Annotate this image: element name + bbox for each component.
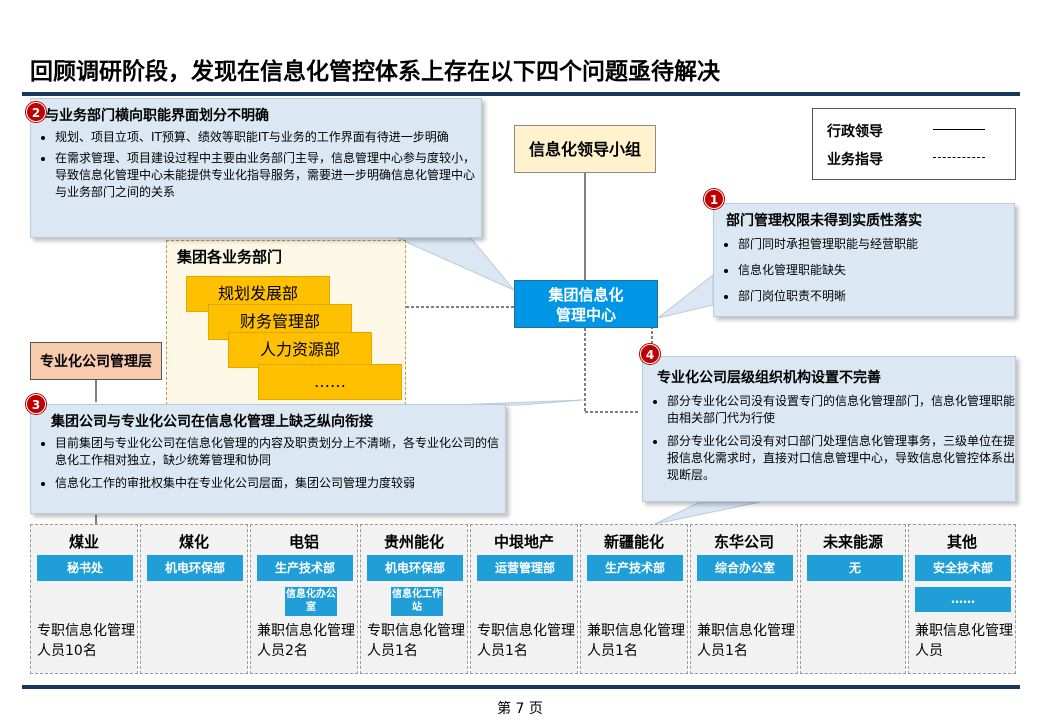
- company-staff: 兼职信息化管理人员1名: [587, 623, 685, 659]
- page-title: 回顾调研阶段，发现在信息化管控体系上存在以下四个问题亟待解决: [30, 59, 720, 85]
- info-center-line2: 管理中心: [555, 306, 616, 324]
- company-meiye: 煤业 秘书处 专职信息化管理人员10名: [30, 524, 138, 674]
- callout4-pointer: [654, 501, 761, 525]
- issue-badge-2: 2: [26, 102, 46, 122]
- company-dept: 安全技术部: [915, 555, 1011, 581]
- issue-title: 部门管理权限未得到实质性落实: [726, 213, 922, 229]
- company-guizhou: 贵州能化 机电环保部 信息化工作站 专职信息化管理人员1名: [360, 524, 468, 674]
- issue-badge-1: 1: [704, 189, 724, 209]
- company-dianlv: 电铝 生产技术部 信息化办公室 兼职信息化管理人员2名: [250, 524, 358, 674]
- issue-bullet: 目前集团与专业化公司在信息化管理的内容及职责划分上不清晰，各专业化公司的信息化工…: [55, 435, 505, 469]
- issue-callout-4: 专业化公司层级组织机构设置不完善 部分专业化公司没有设置专门的信息化管理部门，信…: [642, 356, 1016, 502]
- company-name: 其他: [946, 533, 977, 551]
- callout2-pointer: [394, 236, 515, 291]
- specialized-layer-box: 专业化公司管理层: [30, 342, 162, 380]
- company-name: 东华公司: [713, 533, 774, 551]
- page-number: 第 7 页: [497, 701, 543, 717]
- issue-callout-3: 集团公司与专业化公司在信息化管理上缺乏纵向衔接 目前集团与专业化公司在信息化管理…: [30, 404, 506, 514]
- company-other: 其他 安全技术部 …… 兼职信息化管理人员: [908, 524, 1016, 674]
- issue-callout-1: 部门管理权限未得到实质性落实 部门同时承担管理职能与经营职能 信息化管理职能缺失…: [713, 203, 1015, 317]
- footer-divider: [22, 685, 1020, 689]
- company-name: 贵州能化: [383, 533, 444, 551]
- issue-bullets: 规划、项目立项、IT预算、绩效等职能IT与业务的工作界面有待进一步明确 在需求管…: [39, 129, 481, 205]
- issue-callout-2: 与业务部门横向职能界面划分不明确 规划、项目立项、IT预算、绩效等职能IT与业务…: [30, 98, 482, 238]
- issue-bullets: 部分专业化公司没有设置专门的信息化管理部门，信息化管理职能由相关部门代为行使 部…: [651, 393, 1015, 488]
- leader-group-box: 信息化领导小组: [514, 125, 656, 173]
- dept-hr: 人力资源部: [228, 332, 372, 368]
- company-dept: 秘书处: [37, 555, 133, 581]
- company-subdept: 信息化工作站: [391, 587, 443, 616]
- issue-title: 专业化公司层级组织机构设置不完善: [657, 370, 881, 386]
- company-xinjiang: 新疆能化 生产技术部 兼职信息化管理人员1名: [580, 524, 688, 674]
- company-staff: 兼职信息化管理人员1名: [697, 623, 795, 659]
- issue-title: 与业务部门横向职能界面划分不明确: [45, 108, 269, 124]
- issue-bullet: 在需求管理、项目建设过程中主要由业务部门主导，信息管理中心参与度较小，导致信息化…: [55, 150, 481, 201]
- company-staff: 专职信息化管理人员1名: [477, 623, 575, 659]
- info-center-line1: 集团信息化: [548, 286, 624, 304]
- company-dept: 无: [807, 555, 903, 581]
- company-dept: 机电环保部: [147, 555, 243, 581]
- title-divider: [22, 92, 1020, 96]
- company-dept: 综合办公室: [697, 555, 793, 581]
- company-dept: 生产技术部: [587, 555, 683, 581]
- company-name: 中垠地产: [493, 533, 554, 551]
- issue-title: 集团公司与专业化公司在信息化管理上缺乏纵向衔接: [51, 414, 373, 430]
- issue-bullet: 部分专业化公司没有设置专门的信息化管理部门，信息化管理职能由相关部门代为行使: [667, 393, 1015, 427]
- dept-more: ……: [258, 364, 402, 400]
- legend: 行政领导 业务指导: [812, 108, 1016, 180]
- company-name: 新疆能化: [603, 533, 664, 551]
- company-subdept: ……: [915, 587, 1011, 612]
- company-dept: 机电环保部: [367, 555, 463, 581]
- info-center-box: 集团信息化 管理中心: [514, 280, 658, 328]
- company-name: 煤化: [178, 533, 209, 551]
- company-staff: 专职信息化管理人员10名: [37, 623, 135, 659]
- legend-dashed-line: [933, 157, 985, 158]
- callout1-pointer: [657, 273, 714, 319]
- company-meihua: 煤化 机电环保部: [140, 524, 248, 674]
- company-weilai: 未来能源 无: [800, 524, 906, 674]
- issue-bullet: 规划、项目立项、IT预算、绩效等职能IT与业务的工作界面有待进一步明确: [55, 129, 481, 146]
- issue-bullet: 部门同时承担管理职能与经营职能: [738, 236, 918, 253]
- legend-dashed-label: 业务指导: [827, 152, 883, 168]
- company-name: 煤业: [68, 533, 99, 551]
- company-subdept: 信息化办公室: [285, 587, 337, 616]
- issue-bullets: 目前集团与专业化公司在信息化管理的内容及职责划分上不清晰，各专业化公司的信息化工…: [39, 435, 505, 496]
- legend-solid-line: [933, 129, 985, 130]
- company-staff: 兼职信息化管理人员: [915, 623, 1013, 659]
- issue-bullet: 部门岗位职责不明晰: [738, 288, 918, 305]
- issue-bullet: 信息化管理职能缺失: [738, 262, 918, 279]
- company-staff: 专职信息化管理人员1名: [367, 623, 465, 659]
- company-zhongyin: 中垠地产 运营管理部 专职信息化管理人员1名: [470, 524, 578, 674]
- issue-bullet: 部分专业化公司没有对口部门处理信息化管理事务，三级单位在提报信息化需求时，直接对…: [667, 433, 1015, 484]
- issue-bullets: 部门同时承担管理职能与经营职能 信息化管理职能缺失 部门岗位职责不明晰: [722, 236, 918, 309]
- company-dept: 生产技术部: [257, 555, 353, 581]
- business-departments-title: 集团各业务部门: [177, 248, 283, 266]
- company-name: 未来能源: [822, 533, 883, 551]
- company-name: 电铝: [288, 533, 319, 551]
- legend-solid-label: 行政领导: [827, 124, 883, 140]
- company-dept: 运营管理部: [477, 555, 573, 581]
- issue-badge-4: 4: [640, 344, 660, 364]
- company-staff: 兼职信息化管理人员2名: [257, 623, 355, 659]
- issue-bullet: 信息化工作的审批权集中在专业化公司层面，集团公司管理力度较弱: [55, 475, 505, 492]
- company-donghua: 东华公司 综合办公室 兼职信息化管理人员1名: [690, 524, 798, 674]
- issue-badge-3: 3: [26, 394, 46, 414]
